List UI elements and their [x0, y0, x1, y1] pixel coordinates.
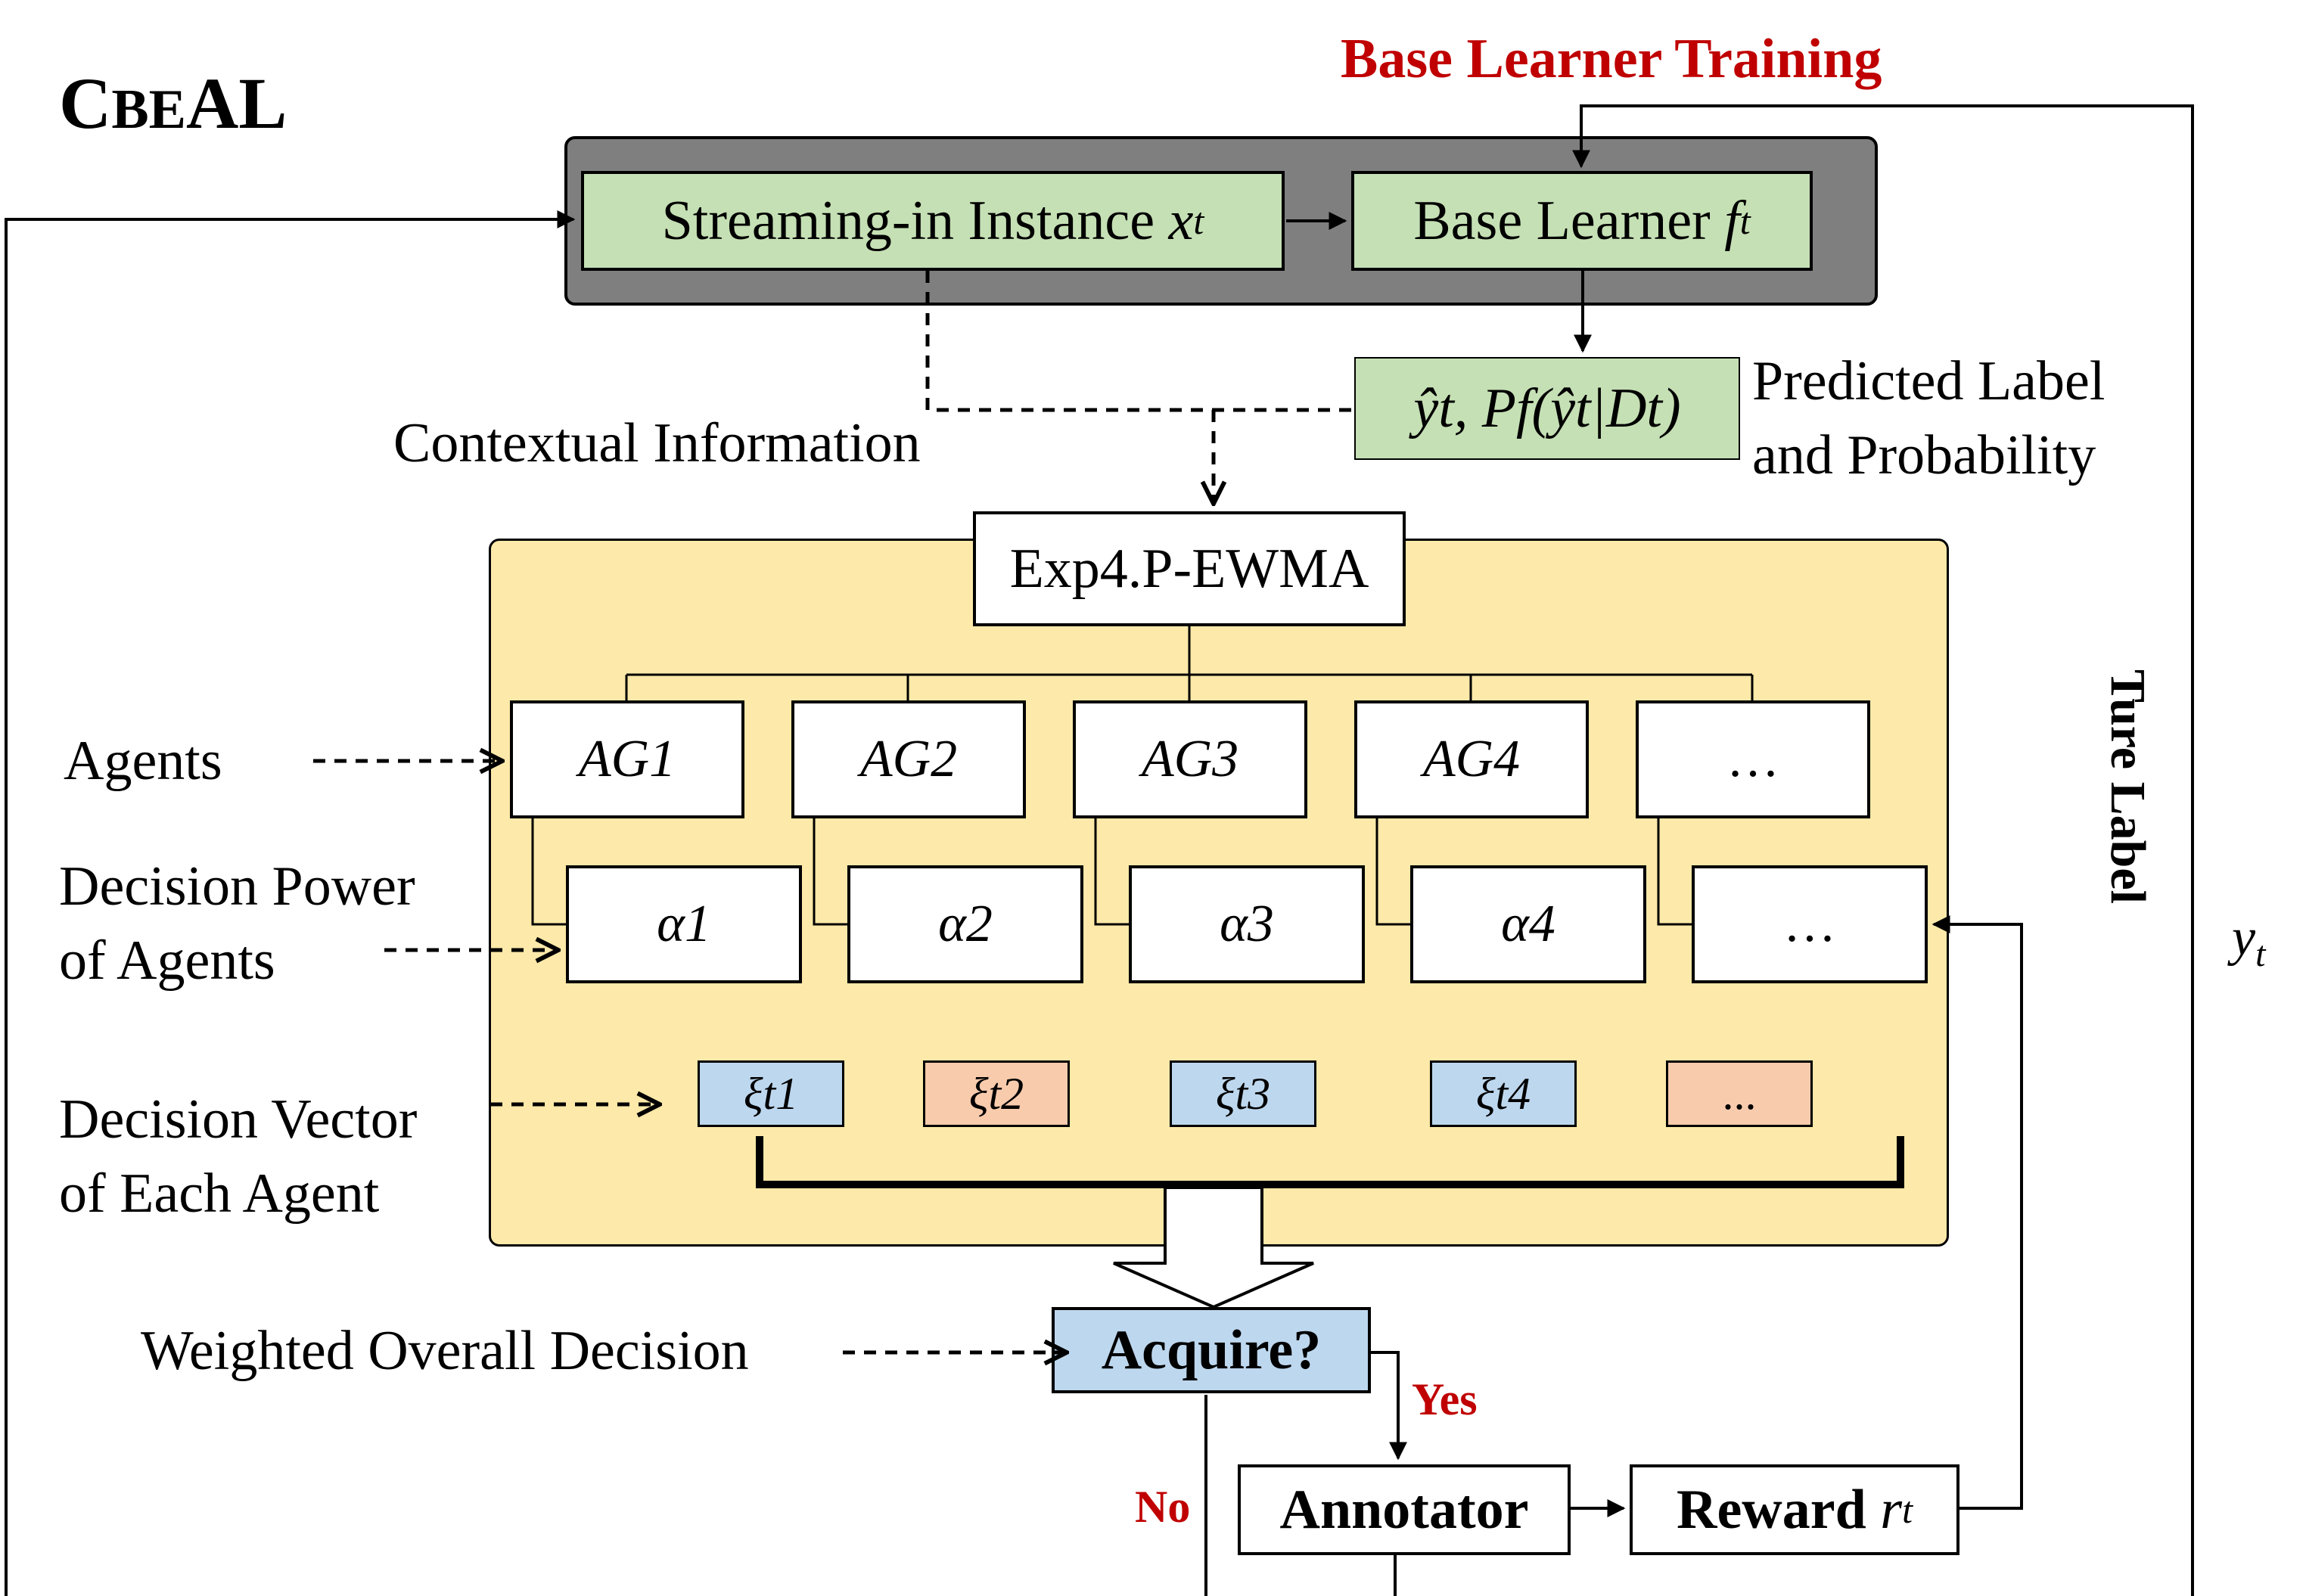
agents-label: Agents: [64, 730, 222, 792]
annotator-box: Annotator: [1238, 1464, 1571, 1555]
power-box-4: α4: [1410, 865, 1646, 983]
prediction-caption-line2: and Probability: [1752, 424, 2096, 486]
power-box-1: α1: [566, 865, 802, 983]
contextual-information-label: Contextual Information: [393, 412, 921, 474]
agent-box-1: AG1: [510, 700, 744, 818]
decision-vector-more: ...: [1666, 1060, 1813, 1127]
context-dashed-line: [925, 271, 1354, 412]
prediction-caption-line1: Predicted Label: [1752, 350, 2106, 412]
decision-vector-1: ξt1: [698, 1060, 844, 1127]
reward-to-power-arrow: [1932, 915, 2023, 1510]
weighted-overall-decision-label: Weighted Overall Decision: [141, 1320, 749, 1382]
decision-vector-bracket: [756, 1136, 1904, 1188]
power-box-2: α2: [847, 865, 1083, 983]
decision-vector-label-line1: Decision Vector: [59, 1088, 418, 1150]
no-label: No: [1135, 1482, 1191, 1532]
true-label-variable: yt: [2232, 908, 2266, 974]
decision-power-label-line2: of Agents: [59, 930, 275, 992]
diagram-title: CBEAL: [59, 63, 287, 144]
exp4p-ewma-box: Exp4.P-EWMA: [973, 511, 1406, 626]
agent-box-2: AG2: [791, 700, 1026, 818]
aggregate-block-arrow: [1113, 1186, 1314, 1309]
agent-box-3: AG3: [1073, 700, 1307, 818]
decision-vector-label-line2: of Each Agent: [59, 1163, 380, 1225]
agent-power-connectors: [531, 818, 1692, 926]
agent-tree-lines: [625, 626, 1754, 700]
agent-box-more: …: [1636, 700, 1870, 818]
decision-vector-4: ξt4: [1430, 1060, 1577, 1127]
prediction-box: ŷt, Pf(ŷt|Dt): [1354, 357, 1740, 460]
decision-power-label-line1: Decision Power: [59, 855, 415, 918]
decision-vector-3: ξt3: [1170, 1060, 1316, 1127]
power-box-3: α3: [1129, 865, 1365, 983]
agent-box-4: AG4: [1354, 700, 1589, 818]
loop-to-streaming-arrow: [5, 210, 1207, 1596]
acquire-box: Acquire?: [1052, 1307, 1371, 1393]
power-box-more: …: [1692, 865, 1928, 983]
base-learner-training-label: Base Learner Training: [1341, 28, 1882, 90]
yes-label: Yes: [1412, 1374, 1478, 1424]
acquire-to-annotator-arrow: [1371, 1351, 1407, 1461]
decision-vector-2: ξt2: [923, 1060, 1070, 1127]
training-loop-arrow: [1394, 104, 2194, 1596]
